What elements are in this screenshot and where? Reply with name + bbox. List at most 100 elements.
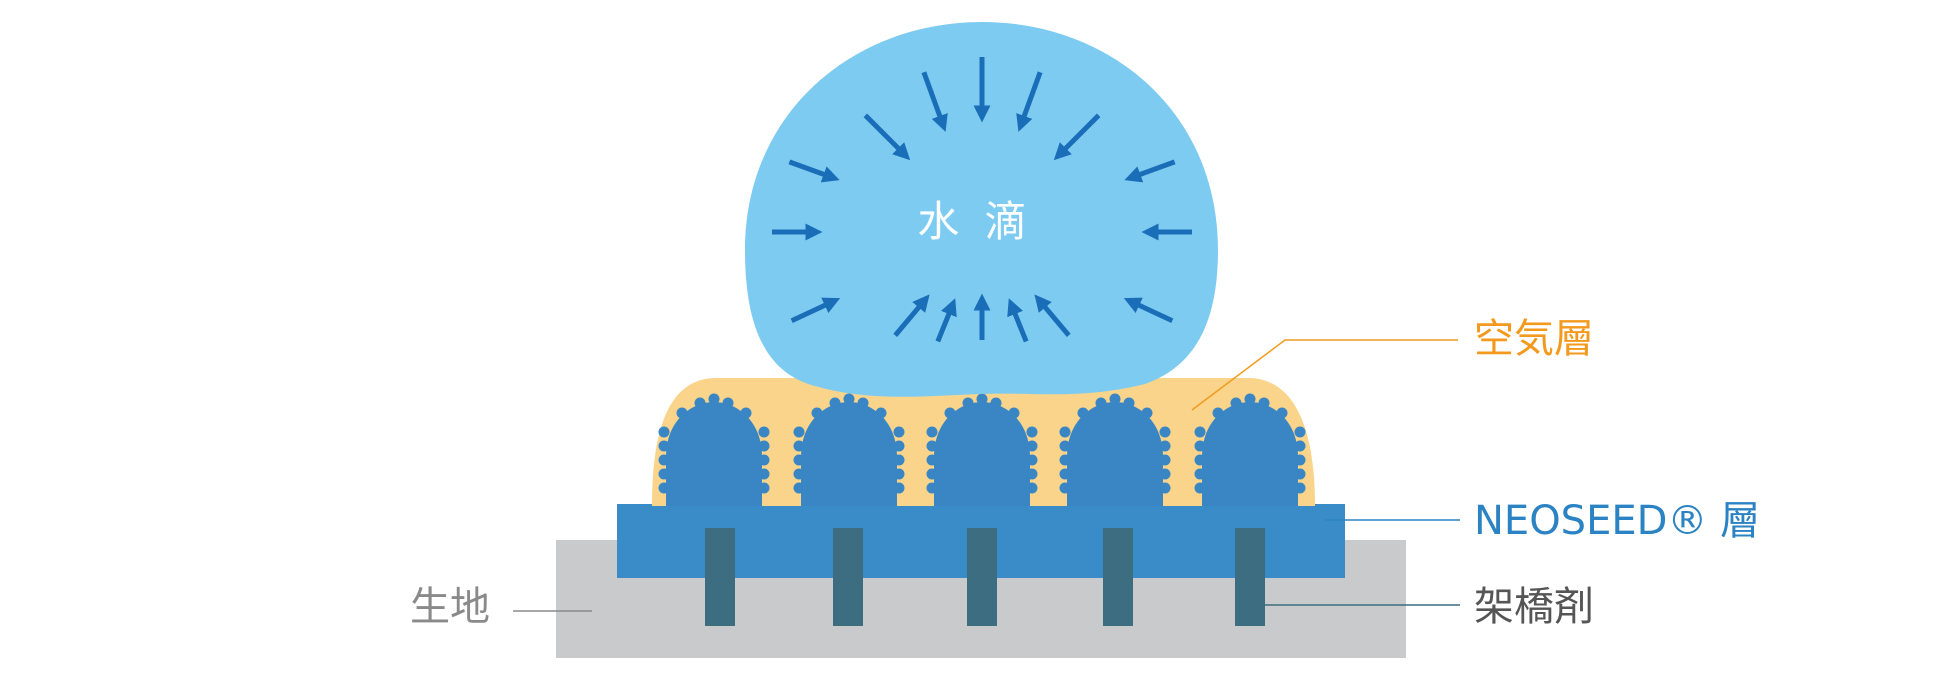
pressure-arrow [1016, 71, 1043, 132]
bump-nub [1026, 482, 1038, 494]
bump-nub [1123, 397, 1135, 409]
bump-nub [740, 407, 752, 419]
bump-nub [1109, 393, 1121, 405]
bump-nub [926, 426, 938, 438]
bump-nub [758, 440, 770, 452]
bump-nub [1294, 454, 1306, 466]
bump-nub [694, 397, 706, 409]
pressure-arrow [935, 298, 957, 343]
bump-nub [893, 482, 905, 494]
bump-nub [1194, 468, 1206, 480]
bump-nub [1141, 407, 1153, 419]
bump-nub [708, 393, 720, 405]
crosslinker-label: 架橋剤 [1474, 584, 1594, 630]
bump-nub [1194, 440, 1206, 452]
pressure-arrow [1034, 294, 1071, 338]
bump-nub [793, 440, 805, 452]
bump-nub [1059, 426, 1071, 438]
bump-nub [843, 393, 855, 405]
air-layer-label: 空気層 [1474, 316, 1594, 362]
bump-nub [1194, 482, 1206, 494]
bump-nub [857, 397, 869, 409]
pressure-arrow [893, 294, 930, 338]
crosslinker-post [1103, 528, 1133, 626]
neoseed-bump [666, 402, 762, 506]
bump-nub [793, 468, 805, 480]
bump-nub [944, 407, 956, 419]
water-drop [745, 22, 1218, 397]
bump-nub [1294, 482, 1306, 494]
bump-nub [658, 454, 670, 466]
bump-nub [758, 482, 770, 494]
bump-nub [1276, 407, 1288, 419]
bump-nub [1194, 426, 1206, 438]
bump-nub [1159, 426, 1171, 438]
pressure-arrow [863, 113, 911, 161]
bump-nub [1159, 482, 1171, 494]
bump-nub [1230, 397, 1242, 409]
bump-nub [893, 440, 905, 452]
bump-nub [893, 426, 905, 438]
bump-nub [1294, 468, 1306, 480]
bump-nub [1095, 397, 1107, 409]
bump-nub [1159, 440, 1171, 452]
bump-nub [1026, 454, 1038, 466]
neoseed-bumps [658, 393, 1306, 506]
bump-nub [1059, 454, 1071, 466]
pressure-arrows [772, 57, 1192, 343]
bump-nub [1077, 407, 1089, 419]
bump-nub [1212, 407, 1224, 419]
bump-nub [1294, 440, 1306, 452]
neoseed-bump [1202, 402, 1298, 506]
neoseed-bump [1067, 402, 1163, 506]
crosslinker-post [1235, 528, 1265, 626]
bump-nub [926, 454, 938, 466]
bump-nub [1159, 454, 1171, 466]
bump-nub [658, 426, 670, 438]
bump-nub [926, 482, 938, 494]
bump-nub [1026, 468, 1038, 480]
bump-nub [1059, 482, 1071, 494]
bump-nub [875, 407, 887, 419]
bump-nub [926, 468, 938, 480]
pressure-arrow [1007, 298, 1029, 343]
neoseed-layer-label: NEOSEED® 層 [1474, 498, 1760, 544]
bump-nub [893, 454, 905, 466]
bump-nub [758, 426, 770, 438]
bump-nub [1059, 468, 1071, 480]
bump-nub [811, 407, 823, 419]
bump-nub [658, 440, 670, 452]
bump-nub [1026, 426, 1038, 438]
crosslinker-post [705, 528, 735, 626]
bump-nub [758, 454, 770, 466]
bump-nub [1008, 407, 1020, 419]
bump-nub [990, 397, 1002, 409]
pressure-arrow [1123, 297, 1174, 324]
neoseed-bump [801, 402, 897, 506]
air-layer-leader [1191, 339, 1458, 411]
bump-nub [1258, 397, 1270, 409]
pressure-arrow [1124, 159, 1176, 183]
bump-nub [722, 397, 734, 409]
bump-nub [829, 397, 841, 409]
crosslinker-posts [705, 528, 1265, 626]
pressure-arrow [1053, 113, 1101, 161]
bump-nub [1244, 393, 1256, 405]
bump-nub [793, 426, 805, 438]
water-drop-label: 水 滴 [917, 197, 1032, 246]
bump-nub [962, 397, 974, 409]
bump-nub [758, 468, 770, 480]
crosslinker-post [967, 528, 997, 626]
neoseed-bump [934, 402, 1030, 506]
bump-nub [1059, 440, 1071, 452]
bump-nub [893, 468, 905, 480]
pressure-arrow [790, 297, 841, 324]
bump-nub [1159, 468, 1171, 480]
bump-nub [676, 407, 688, 419]
crosslinker-post [833, 528, 863, 626]
pressure-arrow [921, 71, 948, 132]
bump-nub [658, 468, 670, 480]
bump-nub [1194, 454, 1206, 466]
bump-nub [1294, 426, 1306, 438]
